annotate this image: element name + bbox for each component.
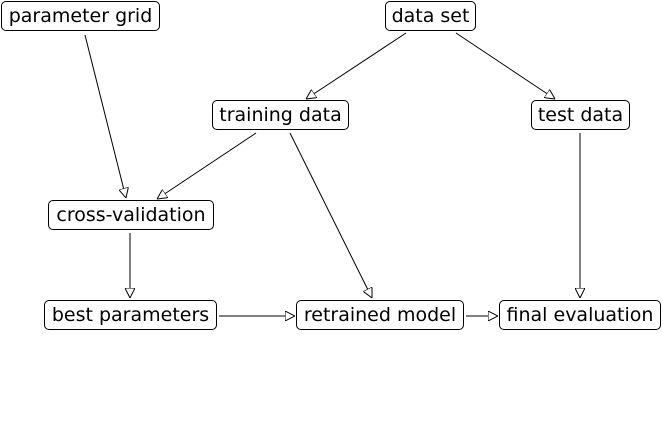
cross-validation-node: cross-validation: [48, 200, 214, 230]
edge-training-data-to-retrained-model: [289, 132, 372, 298]
retrained-model-node: retrained model: [296, 300, 464, 330]
training-data-node: training data: [212, 100, 349, 130]
parameter-grid-node: parameter grid: [1, 1, 160, 31]
final-evaluation-node: final evaluation: [499, 300, 661, 330]
test-data-node: test data: [531, 100, 630, 130]
edge-data-set-to-training-data: [306, 32, 407, 99]
edge-data-set-to-test-data: [455, 32, 555, 99]
data-set-node: data set: [385, 1, 476, 31]
best-parameters-node: best parameters: [44, 300, 217, 330]
edge-parameter-grid-to-cross-validation: [84, 34, 126, 198]
edge-training-data-to-cross-validation: [157, 132, 257, 199]
